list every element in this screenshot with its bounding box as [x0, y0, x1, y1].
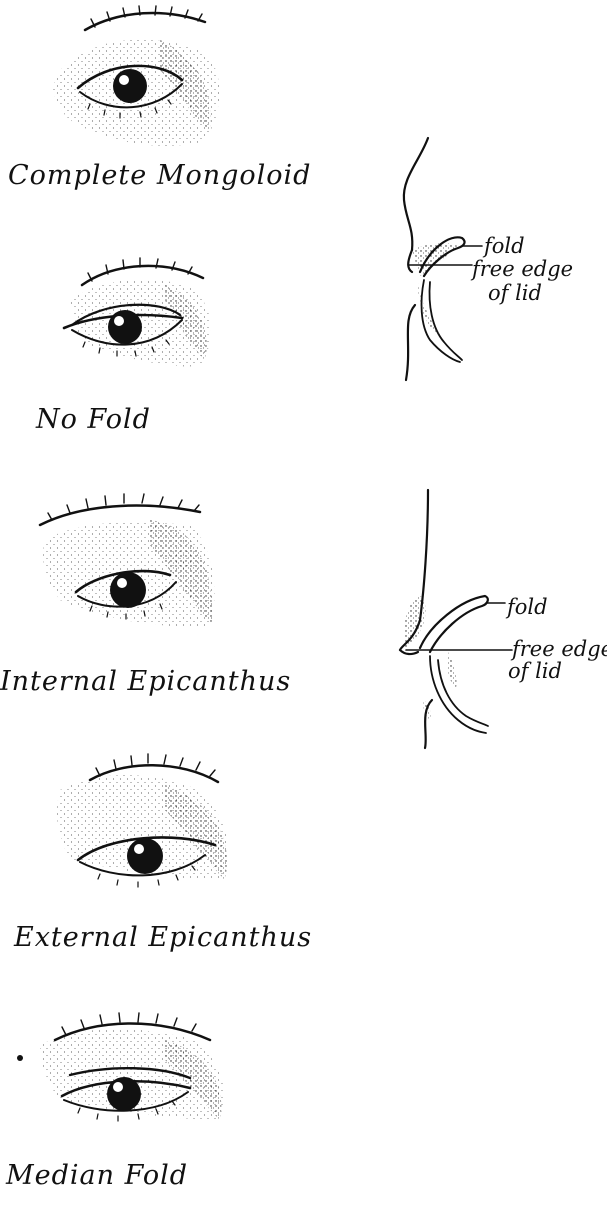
caption-external-epicanthus: External Epicanthus — [14, 922, 312, 953]
profile-upper-fold-label: fold — [482, 234, 525, 258]
caption-internal-epicanthus: Internal Epicanthus — [0, 666, 291, 697]
caption-median-fold: Median Fold — [6, 1160, 188, 1191]
caption-no-fold: No Fold — [36, 404, 151, 435]
eye-no-fold — [64, 258, 211, 366]
eye-median-fold — [17, 1013, 224, 1121]
eye-internal-epicanthus — [40, 494, 215, 626]
profile-upper-free-edge-label: free edge — [470, 257, 573, 281]
profile-upper-of-lid-label: of lid — [488, 281, 542, 305]
profile-diagram-lower: fold free edge of lid — [400, 490, 607, 748]
profile-lower-fold-label: fold — [505, 595, 548, 619]
profile-lower-of-lid-label: of lid — [508, 659, 562, 683]
profile-diagram-upper: fold free edge of lid — [404, 138, 573, 380]
caption-complete-mongoloid: Complete Mongoloid — [8, 160, 311, 191]
eye-external-epicanthus — [57, 754, 228, 887]
profile-lower-free-edge-label: free edge — [510, 637, 607, 661]
eye-complete-mongoloid — [53, 6, 219, 146]
